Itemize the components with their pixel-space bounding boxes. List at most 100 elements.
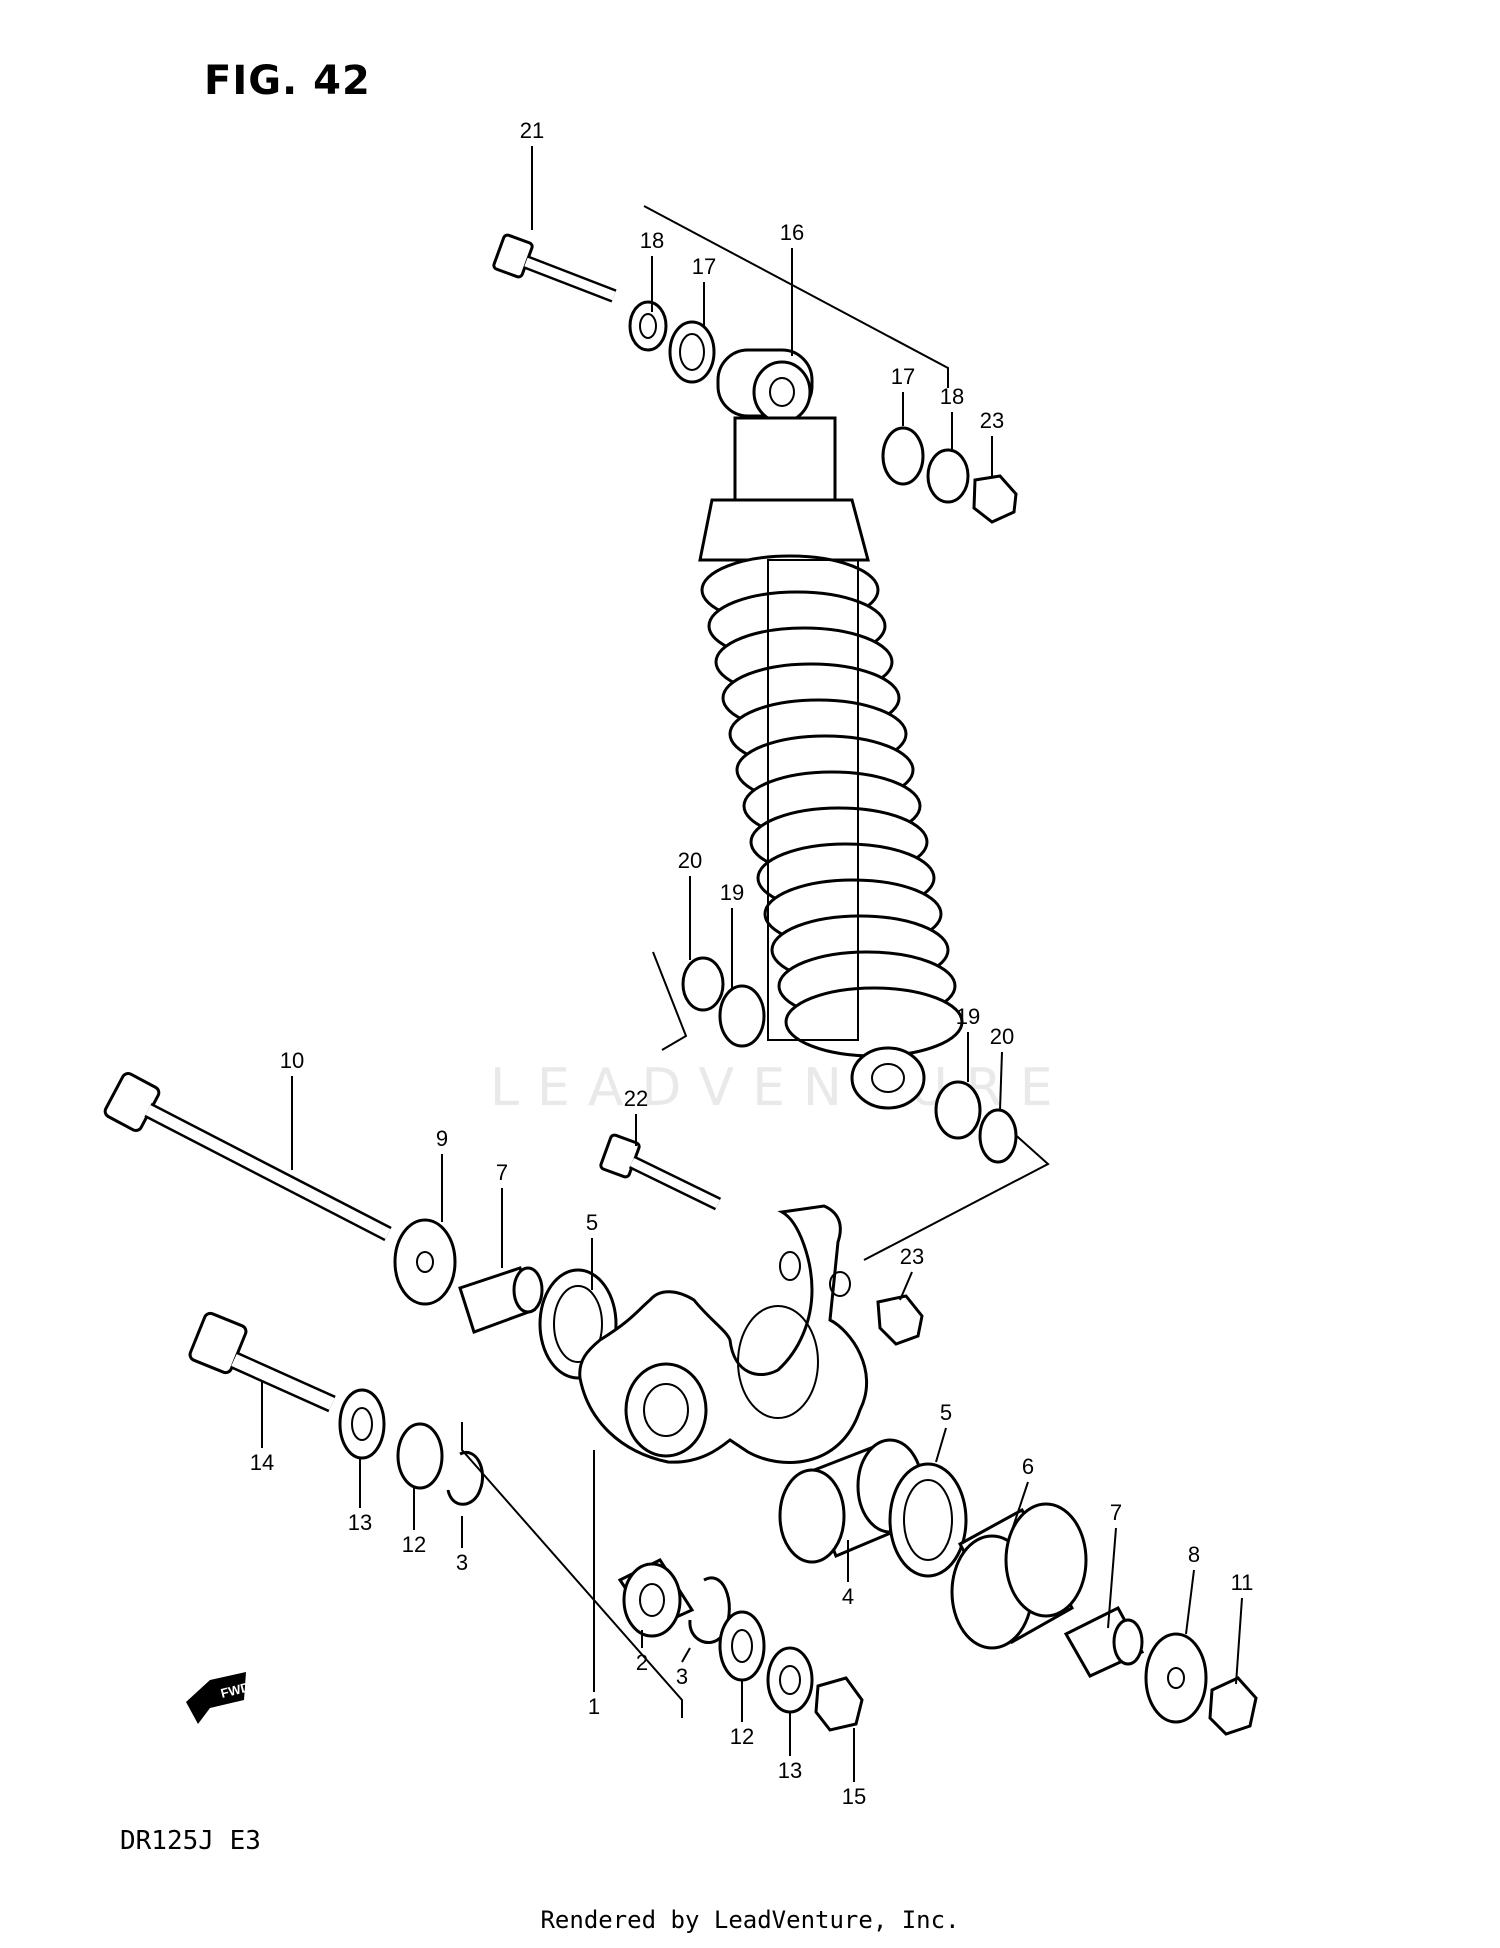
callout-17: 17 (692, 254, 716, 328)
callout-label: 20 (678, 848, 702, 873)
rear-shock-absorber-icon (698, 348, 964, 1110)
callout-14: 14 (250, 1382, 274, 1475)
callout-7: 7 (1107, 1500, 1122, 1629)
callout-19: 19 (956, 1004, 980, 1082)
callout-leader (935, 1427, 947, 1463)
spacer-20-left-icon (681, 956, 725, 1012)
bracket-lower-shock-left (652, 951, 688, 1051)
callout-10: 10 (280, 1048, 304, 1170)
callout-1: 1 (588, 1450, 600, 1719)
circlip-3-left-icon (446, 1450, 485, 1506)
callout-leader (1235, 1597, 1243, 1685)
seal-17-icon (668, 320, 716, 384)
callout-23: 23 (980, 408, 1004, 478)
callout-label: 5 (940, 1400, 952, 1425)
spacer-20-right-icon (978, 1108, 1018, 1164)
callout-label: 15 (842, 1784, 866, 1809)
callout-label: 21 (520, 118, 544, 143)
nut-23-lower-icon (876, 1294, 924, 1346)
callout-leader (999, 1051, 1003, 1111)
callout-5: 5 (935, 1400, 952, 1463)
spacer-18-icon (628, 300, 668, 352)
callout-17: 17 (891, 364, 915, 426)
callout-21: 21 (520, 118, 544, 230)
bracket-top-shock (643, 205, 949, 388)
callout-11: 11 (1231, 1570, 1254, 1685)
bolt-21-icon (492, 233, 617, 303)
callout-label: 13 (778, 1758, 802, 1783)
callout-12: 12 (730, 1680, 754, 1749)
bracket-lower-shock-right (863, 1129, 1050, 1261)
seal-17-right-icon (881, 426, 925, 486)
callout-5: 5 (586, 1210, 598, 1290)
callout-label: 17 (891, 364, 915, 389)
callout-20: 20 (990, 1024, 1014, 1111)
callout-20: 20 (678, 848, 702, 960)
callout-label: 19 (720, 880, 744, 905)
callout-leader (1107, 1527, 1117, 1629)
callout-label: 11 (1231, 1570, 1254, 1595)
callout-label: 10 (280, 1048, 304, 1073)
callout-label: 17 (692, 254, 716, 279)
callout-3: 3 (676, 1647, 691, 1689)
callout-label: 18 (940, 384, 964, 409)
callout-label: 7 (496, 1160, 508, 1185)
callout-label: 16 (780, 220, 804, 245)
callout-label: 6 (1022, 1454, 1034, 1479)
callout-6: 6 (1009, 1454, 1034, 1537)
callout-label: 3 (456, 1550, 468, 1575)
callout-18: 18 (640, 228, 664, 312)
callout-16: 16 (780, 220, 804, 356)
nut-23-top-icon (972, 474, 1018, 524)
bolt-10-icon (103, 1072, 392, 1242)
callout-label: 2 (636, 1650, 648, 1675)
callout-label: 12 (402, 1532, 426, 1557)
render-credit: Rendered by LeadVenture, Inc. (540, 1906, 960, 1934)
callout-18: 18 (940, 384, 964, 452)
seal-5-right-icon (888, 1462, 968, 1578)
callout-label: 23 (980, 408, 1004, 433)
washer-9-icon (393, 1218, 457, 1306)
callout-numbers: 2118171617182320191920102297523141312315… (250, 118, 1254, 1809)
callout-label: 19 (956, 1004, 980, 1029)
callout-label: 14 (250, 1450, 274, 1475)
washer-12-left-icon (396, 1422, 444, 1490)
nut-11-icon (1208, 1676, 1258, 1736)
callout-22: 22 (624, 1086, 648, 1146)
washer-8-icon (1144, 1632, 1208, 1724)
forward-label: FWD (219, 1679, 251, 1701)
callout-label: 4 (842, 1584, 854, 1609)
bracket-left-bearings (461, 1422, 683, 1718)
washer-12-right-icon (718, 1610, 766, 1682)
spacer-18-right-icon (926, 448, 970, 504)
washer-13-right-icon (766, 1646, 814, 1714)
callout-3: 3 (456, 1516, 468, 1575)
forward-arrow-icon: FWD (186, 1672, 251, 1724)
figure-title: FIG. 42 (204, 58, 371, 104)
callout-8: 8 (1185, 1542, 1200, 1635)
callout-label: 13 (348, 1510, 372, 1535)
callout-label: 12 (730, 1724, 754, 1749)
callout-12: 12 (402, 1488, 426, 1557)
callout-label: 3 (676, 1664, 688, 1689)
callout-label: 1 (588, 1694, 600, 1719)
bolt-14-icon (188, 1311, 336, 1413)
callout-label: 20 (990, 1024, 1014, 1049)
callout-4: 4 (842, 1540, 854, 1609)
callout-23: 23 (899, 1244, 924, 1301)
callout-leader (1185, 1569, 1195, 1635)
callout-9: 9 (436, 1126, 448, 1222)
callout-13: 13 (348, 1458, 372, 1535)
callout-7: 7 (496, 1160, 508, 1268)
callout-leader (1009, 1481, 1029, 1537)
washer-13-left-icon (338, 1388, 386, 1460)
shock-body (767, 559, 859, 1041)
bolt-22-icon (599, 1133, 722, 1211)
callout-label: 9 (436, 1126, 448, 1151)
callout-label: 5 (586, 1210, 598, 1235)
nut-15-icon (814, 1676, 864, 1732)
callout-label: 22 (624, 1086, 648, 1111)
callout-label: 18 (640, 228, 664, 253)
